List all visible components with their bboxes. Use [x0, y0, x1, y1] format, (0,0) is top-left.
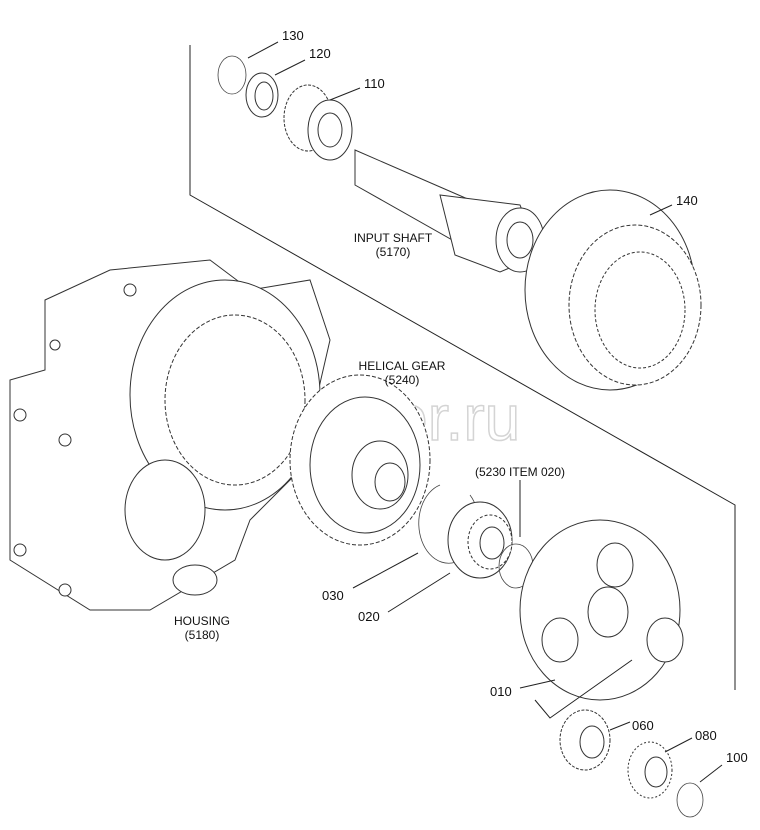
- assembly-frame: [189, 45, 736, 690]
- part-010-carrier: [519, 519, 684, 701]
- label-helical-gear: HELICAL GEAR: [359, 359, 446, 373]
- callout-020: 020: [358, 609, 380, 624]
- part-110-gear: [283, 84, 353, 161]
- leader-lines: [247, 41, 723, 783]
- label-bearing-ref: (5230 ITEM 020): [475, 465, 565, 479]
- label-input-shaft: INPUT SHAFT: [354, 231, 433, 245]
- callout-130: 130: [282, 28, 304, 43]
- part-helical-gear: [289, 374, 431, 546]
- label-helical-gear-ref: (5240): [385, 373, 420, 387]
- part-130-snap-ring: [217, 55, 247, 95]
- part-060-planet-gear: [559, 709, 611, 771]
- label-housing: HOUSING: [174, 614, 230, 628]
- callout-100: 100: [726, 750, 748, 765]
- callout-060: 060: [632, 718, 654, 733]
- callout-140: 140: [676, 193, 698, 208]
- label-input-shaft-ref: (5170): [376, 245, 411, 259]
- part-housing: [9, 259, 331, 611]
- callout-030: 030: [322, 588, 344, 603]
- callout-120: 120: [309, 46, 331, 61]
- part-080-needle-bearing: [627, 741, 673, 799]
- part-140-ring-gear: [524, 189, 702, 391]
- callout-010: 010: [490, 684, 512, 699]
- label-housing-ref: (5180): [185, 628, 220, 642]
- callout-110: 110: [364, 76, 385, 91]
- part-120-washer: [245, 72, 279, 118]
- callout-080: 080: [695, 728, 717, 743]
- part-020-bearing: [447, 501, 513, 579]
- part-100-snap-ring: [676, 782, 704, 818]
